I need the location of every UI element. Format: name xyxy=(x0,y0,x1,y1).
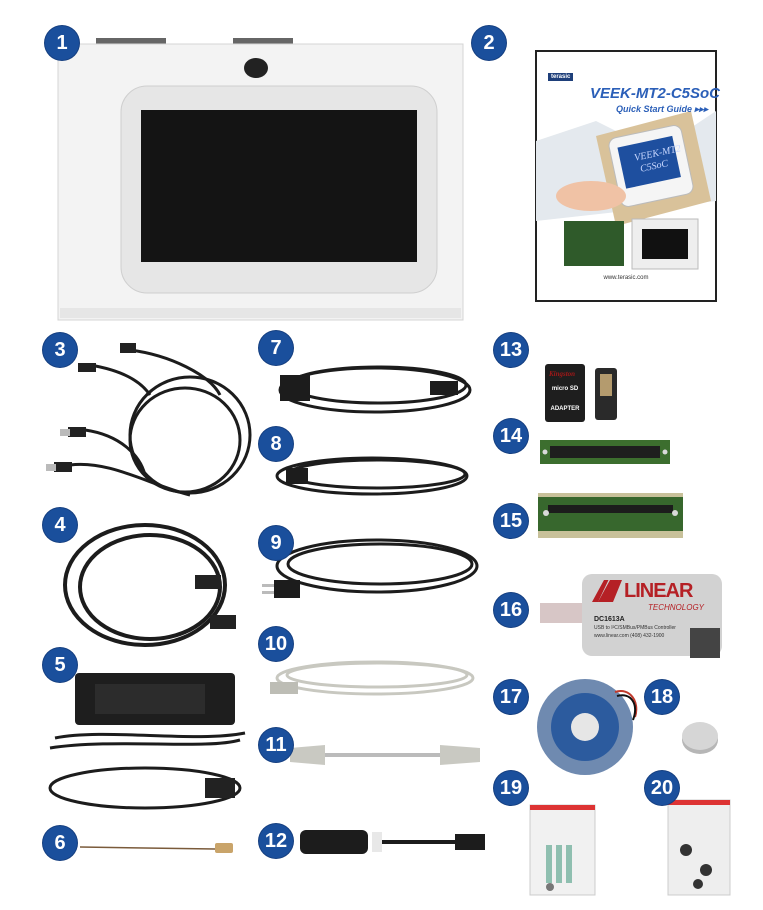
sd-card-image: Kingston micro SD ADAPTER xyxy=(545,362,630,424)
usb-cable-grey-image xyxy=(265,650,480,705)
sd-card-label: micro SD xyxy=(551,386,579,392)
usb-cable-image xyxy=(40,335,260,505)
item-badge-1: 1 xyxy=(45,26,79,60)
item-badge-16: 16 xyxy=(494,593,528,627)
power-cord-eu-image xyxy=(272,448,477,503)
sd-brand-label: Kingston xyxy=(549,370,576,378)
item-badge-8: 8 xyxy=(259,427,293,461)
item-badge-10: 10 xyxy=(259,627,293,661)
item-badge-14: 14 xyxy=(494,419,528,453)
item-badge-2: 2 xyxy=(472,26,506,60)
header-board-image xyxy=(538,493,683,538)
guide-subtitle: Quick Start Guide ▸▸▸ xyxy=(616,104,709,114)
linear-tech-label: TECHNOLOGY xyxy=(648,603,705,612)
guide-url: www.terasic.com xyxy=(603,275,649,281)
item-badge-12: 12 xyxy=(259,824,293,858)
fan-heatsink-image xyxy=(535,672,645,782)
guide-logo: terasic xyxy=(548,73,574,81)
sd-adapter-label: ADAPTER xyxy=(550,406,580,412)
item-badge-19: 19 xyxy=(494,771,528,805)
item-badge-20: 20 xyxy=(645,771,679,805)
power-adapter-image xyxy=(45,668,255,810)
item-badge-6: 6 xyxy=(43,826,77,860)
item-badge-3: 3 xyxy=(43,333,77,367)
ethernet-cable-image xyxy=(290,740,490,770)
power-cord-uk-image xyxy=(270,355,480,425)
item-badge-11: 11 xyxy=(259,728,293,762)
item-badge-5: 5 xyxy=(43,648,77,682)
lcd-display-unit-image xyxy=(57,38,464,321)
quick-start-guide-image: terasic VEEK-MT2-C5SoC Quick Start Guide… xyxy=(535,50,720,302)
item-badge-7: 7 xyxy=(259,331,293,365)
item-badge-17: 17 xyxy=(494,680,528,714)
power-cord-us-image xyxy=(262,528,482,608)
screw-bag-2-image xyxy=(667,799,731,896)
linear-desc-line2: www.linear.com (408) 432-1900 xyxy=(594,633,665,639)
linear-brand-label: LINEAR xyxy=(624,580,693,602)
item-badge-13: 13 xyxy=(494,333,528,367)
linear-programmer-image: LINEAR TECHNOLOGY DC1613A USB to I²C/SMB… xyxy=(540,568,730,663)
screw-bag-1-image xyxy=(529,804,596,896)
item-badge-4: 4 xyxy=(43,508,77,542)
item-badge-18: 18 xyxy=(645,680,679,714)
coin-battery-image xyxy=(680,718,720,758)
wire-image xyxy=(79,835,240,865)
connector-board-image xyxy=(540,440,670,464)
guide-title: VEEK-MT2-C5SoC xyxy=(589,85,720,102)
item-badge-15: 15 xyxy=(494,504,528,538)
usb-adapter-cable-image xyxy=(300,822,490,862)
linear-desc-line1: USB to I²C/SMBus/PMBus Controller xyxy=(594,625,676,631)
usb-cable-2-image xyxy=(60,515,240,655)
linear-model-label: DC1613A xyxy=(594,616,625,623)
item-badge-9: 9 xyxy=(259,526,293,560)
